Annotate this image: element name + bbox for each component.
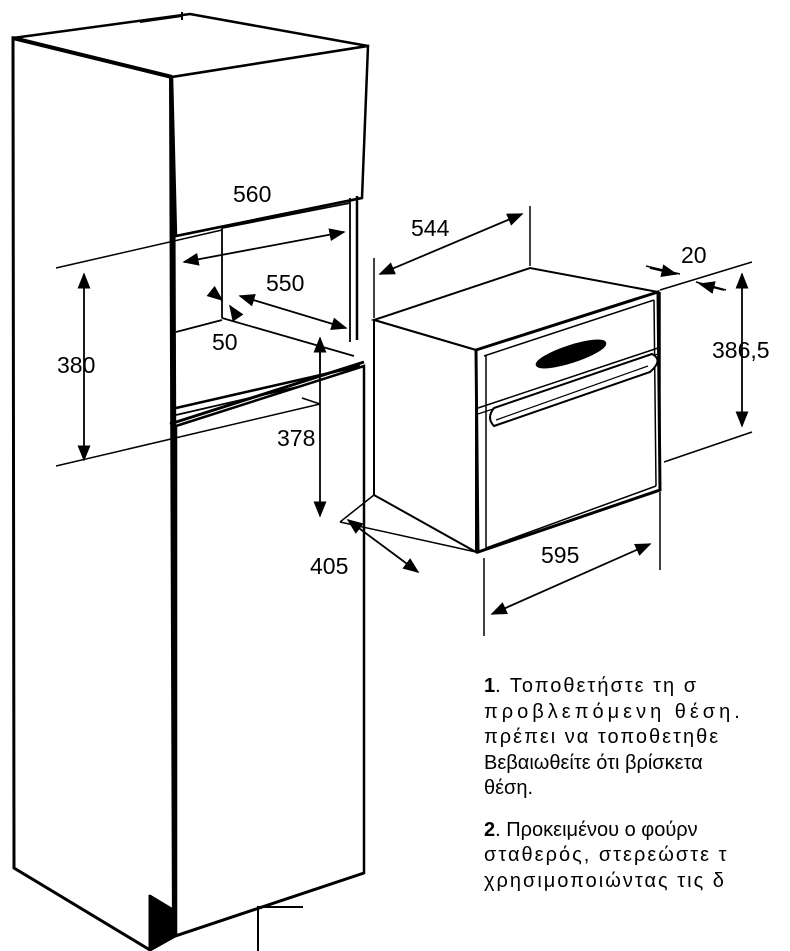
- dimension-arrows: [77, 213, 749, 615]
- dimension-labels: 560 550 50 380 544 20 386,5 378 405 595: [57, 181, 770, 579]
- label-oven-body-height: 378: [277, 425, 315, 451]
- arrow-gap-left: [206, 285, 224, 302]
- label-oven-height: 386,5: [712, 337, 770, 363]
- label-niche-height: 380: [57, 352, 95, 378]
- step-2-number: 2: [484, 818, 496, 841]
- step-1-line-1: . Τοποθετήστε τη σ: [495, 675, 699, 697]
- step-1-line-5: θέση.: [484, 777, 534, 799]
- label-oven-depth-top: 544: [411, 215, 450, 241]
- label-oven-body-depth: 405: [310, 553, 348, 579]
- extension-lines: [55, 206, 753, 636]
- label-niche-gap: 50: [212, 329, 238, 355]
- arrow-oven-depth-top: [378, 213, 524, 275]
- label-niche-depth: 550: [266, 270, 304, 296]
- step-2-line-1: . Προκειμένου ο φούρν: [495, 818, 698, 841]
- arrow-niche-depth: [238, 294, 348, 330]
- tall-cabinet: [11, 12, 370, 951]
- arrow-oven-body-depth: [346, 519, 420, 573]
- step-2-line-2: σταθερός, στερεώστε τ: [484, 844, 729, 866]
- step-1-number: 1: [484, 675, 496, 697]
- arrow-gap-right: [229, 304, 244, 322]
- arrow-niche-width: [182, 228, 346, 266]
- step-1: 1. Τοποθετήστε τη σ προβλεπόμενη θέση. π…: [484, 674, 790, 802]
- step-2: 2. Προκειμένου ο φούρν σταθερός, στερεώσ…: [484, 818, 790, 895]
- label-oven-front-thickness: 20: [681, 242, 707, 268]
- installation-instructions: 1. Τοποθετήστε τη σ προβλεπόμενη θέση. π…: [484, 674, 790, 910]
- label-niche-width: 560: [233, 181, 271, 207]
- step-2-line-3: χρησιμοποιώντας τις δ: [484, 869, 726, 892]
- arrow-oven-width: [490, 543, 652, 615]
- arrow-front-left: [649, 264, 678, 278]
- label-oven-width: 595: [541, 542, 579, 568]
- arrow-front-right: [698, 281, 725, 294]
- step-1-line-4: Βεβαιωθείτε ότι βρίσκετα: [484, 751, 703, 774]
- step-1-line-3: πρέπει να τοποθετηθε: [484, 726, 721, 748]
- oven-body: [370, 266, 662, 555]
- step-1-line-2: προβλεπόμενη θέση.: [484, 700, 744, 723]
